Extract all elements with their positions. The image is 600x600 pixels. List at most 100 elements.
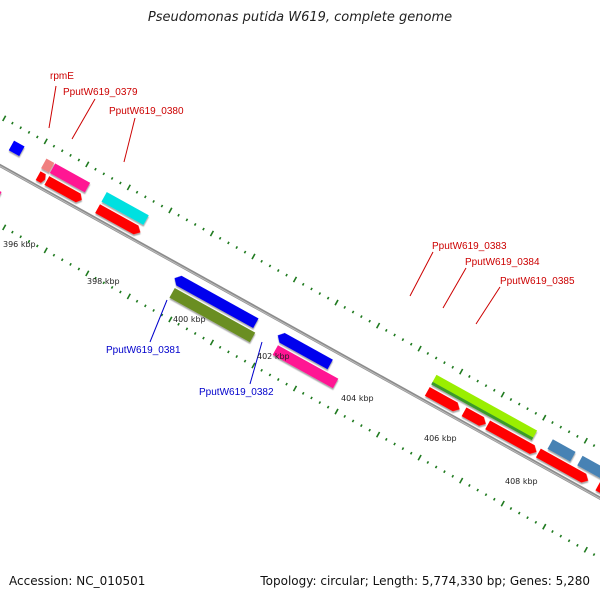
- tick-row-lower: [2, 224, 596, 557]
- minor-tick: [360, 315, 363, 319]
- major-tick: [375, 431, 381, 438]
- minor-tick: [343, 414, 347, 418]
- minor-tick: [144, 304, 147, 308]
- minor-tick: [185, 327, 189, 331]
- minor-tick: [384, 328, 388, 332]
- minor-tick: [185, 218, 189, 222]
- minor-tick: [235, 355, 239, 358]
- label-PputW619_0383: PputW619_0383: [432, 241, 507, 252]
- minor-tick: [11, 121, 14, 125]
- gene-row-forward: [8, 140, 600, 490]
- scale-label: 404 kbp: [341, 394, 374, 403]
- minor-tick: [517, 511, 521, 515]
- label-rpmE: rpmE: [50, 71, 74, 82]
- major-tick: [292, 276, 298, 283]
- minor-tick: [301, 282, 305, 286]
- minor-tick: [576, 543, 579, 547]
- minor-tick: [326, 405, 330, 409]
- label-PputW619_0379: PputW619_0379: [63, 87, 138, 98]
- label-PputW619_0380: PputW619_0380: [109, 106, 184, 117]
- label-PputW619_0384: PputW619_0384: [465, 257, 540, 268]
- major-tick: [459, 368, 464, 375]
- minor-tick: [443, 361, 446, 365]
- major-tick: [2, 115, 7, 122]
- gene-row-reverse: [0, 185, 339, 389]
- scale-label: 402 kbp: [257, 352, 290, 361]
- minor-tick: [243, 250, 247, 254]
- minor-tick: [102, 281, 106, 285]
- gene-PputW619_0382: [272, 345, 339, 389]
- major-tick: [500, 500, 505, 507]
- major-tick: [459, 477, 464, 484]
- cds-feature: [485, 420, 537, 454]
- gene-PputW619_0381b: [169, 288, 256, 343]
- major-tick: [334, 299, 339, 306]
- minor-tick: [268, 373, 272, 377]
- scale-label: 398 kbp: [87, 277, 120, 286]
- major-tick: [417, 345, 422, 352]
- minor-tick: [484, 493, 488, 497]
- minor-tick: [235, 246, 239, 249]
- minor-tick: [27, 239, 31, 243]
- minor-tick: [517, 402, 521, 406]
- minor-tick: [343, 305, 347, 309]
- minor-tick: [559, 534, 563, 538]
- minor-tick: [69, 262, 72, 266]
- major-tick: [126, 184, 131, 191]
- gene-blue-reverse: [277, 332, 333, 370]
- minor-tick: [492, 497, 496, 501]
- map-title: Pseudomonas putida W619, complete genome: [147, 10, 453, 25]
- minor-tick: [426, 351, 430, 355]
- scale-label: 406 kbp: [424, 434, 457, 443]
- minor-tick: [243, 359, 247, 363]
- minor-tick: [401, 338, 405, 342]
- minor-tick: [36, 244, 39, 248]
- minor-tick: [409, 451, 413, 455]
- minor-tick: [77, 267, 81, 271]
- major-tick: [375, 322, 381, 329]
- minor-tick: [110, 285, 114, 289]
- minor-tick: [202, 227, 205, 231]
- minor-tick: [551, 421, 554, 425]
- cds-row-forward: [35, 171, 600, 499]
- major-tick: [126, 293, 131, 300]
- minor-tick: [393, 333, 396, 337]
- minor-tick: [534, 520, 538, 524]
- minor-tick: [268, 264, 272, 268]
- label-PputW619_0381: PputW619_0381: [106, 345, 181, 356]
- scale-label: 396 kbp: [3, 240, 36, 249]
- minor-tick: [567, 430, 571, 434]
- minor-tick: [218, 345, 222, 349]
- minor-tick: [318, 292, 322, 296]
- tick-row-upper: [2, 115, 596, 448]
- minor-tick: [260, 368, 263, 372]
- major-tick: [209, 339, 215, 346]
- minor-tick: [451, 474, 455, 478]
- major-tick: [542, 414, 547, 421]
- label-connectors: [48, 85, 501, 385]
- minor-tick: [401, 447, 405, 451]
- gene-blue: [577, 455, 600, 490]
- minor-tick: [476, 488, 479, 492]
- minor-tick: [434, 465, 438, 469]
- minor-tick: [102, 172, 106, 176]
- major-tick: [2, 224, 7, 231]
- minor-tick: [110, 176, 114, 180]
- cds-feature: [424, 387, 460, 412]
- major-tick: [251, 362, 256, 369]
- cds-feature: [461, 407, 486, 426]
- major-tick: [417, 454, 422, 461]
- minor-tick: [476, 379, 479, 383]
- minor-tick: [52, 253, 56, 257]
- minor-tick: [276, 269, 280, 273]
- minor-tick: [69, 153, 72, 157]
- minor-tick: [443, 470, 446, 474]
- minor-tick: [426, 460, 430, 464]
- minor-tick: [135, 299, 139, 303]
- cds-feature: [44, 176, 82, 203]
- minor-tick: [534, 411, 538, 415]
- minor-tick: [567, 539, 571, 543]
- minor-tick: [409, 342, 413, 346]
- cds-feature: [535, 448, 589, 483]
- minor-tick: [285, 382, 288, 386]
